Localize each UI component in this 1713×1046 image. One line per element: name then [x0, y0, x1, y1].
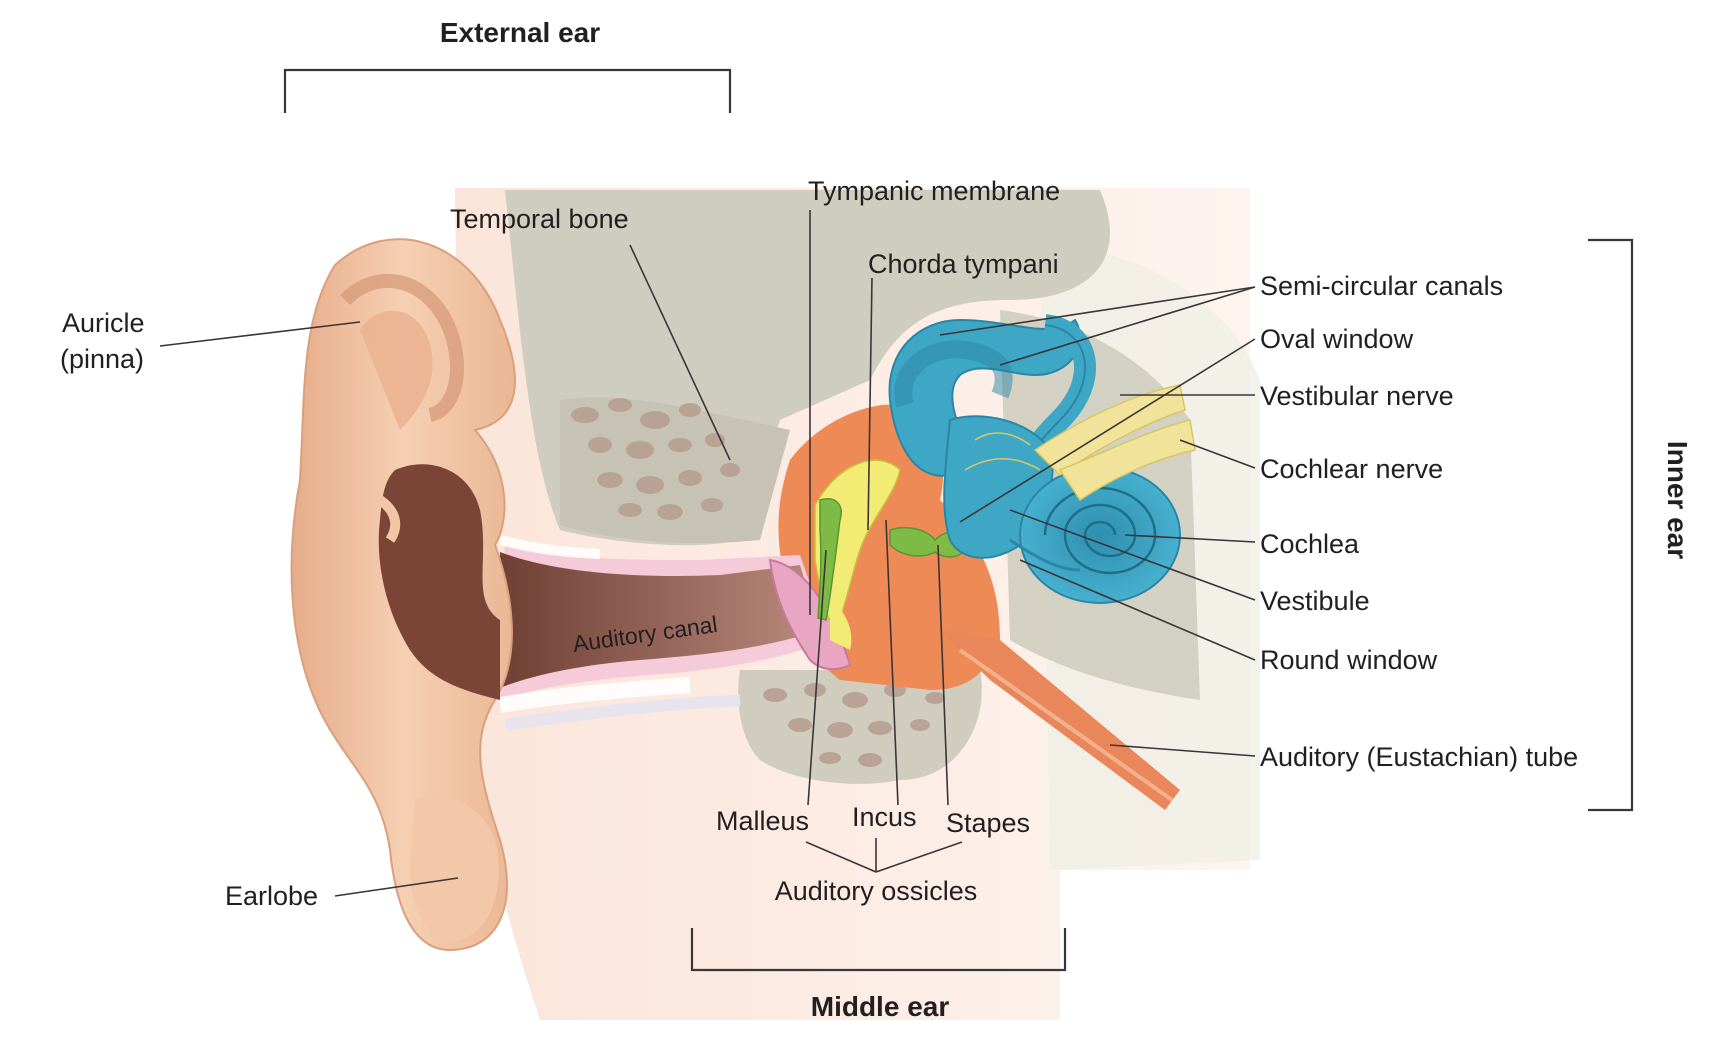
label-oval-window: Oval window	[1260, 324, 1414, 354]
label-vestibular-nerve: Vestibular nerve	[1260, 381, 1454, 411]
leader-lines	[159, 210, 1256, 897]
auricle	[290, 238, 516, 952]
label-semicircular-canals: Semi-circular canals	[1260, 271, 1503, 301]
cochlea	[1019, 466, 1181, 604]
label-cochlea: Cochlea	[1260, 529, 1360, 559]
label-temporal-bone: Temporal bone	[450, 204, 629, 234]
external-ear-bracket	[283, 68, 732, 113]
label-round-window: Round window	[1260, 645, 1438, 675]
inner-ear-title: Inner ear	[1662, 441, 1693, 559]
label-auricle: Auricle	[62, 308, 145, 338]
auditory-canal	[495, 535, 830, 731]
label-eustachian-tube: Auditory (Eustachian) tube	[1260, 742, 1578, 772]
label-incus: Incus	[852, 802, 917, 832]
concha	[378, 464, 500, 700]
external-ear-title: External ear	[440, 17, 600, 48]
mastoid-cells	[571, 398, 945, 767]
inner-ear	[888, 314, 1181, 604]
inner-ear-bracket	[1588, 238, 1634, 812]
label-stapes: Stapes	[946, 808, 1030, 838]
label-malleus: Malleus	[716, 806, 809, 836]
middle-ear-title: Middle ear	[811, 991, 950, 1022]
label-cochlear-nerve: Cochlear nerve	[1260, 454, 1443, 484]
middle-ear-bracket	[690, 928, 1067, 972]
labels: Temporal bone Tympanic membrane Chorda t…	[60, 176, 1578, 911]
label-earlobe: Earlobe	[225, 881, 318, 911]
label-vestibule: Vestibule	[1260, 586, 1370, 616]
label-chorda-tympani: Chorda tympani	[868, 249, 1059, 279]
earlobe	[410, 796, 499, 941]
label-tympanic-membrane: Tympanic membrane	[808, 176, 1060, 206]
label-auditory-ossicles: Auditory ossicles	[775, 876, 978, 906]
label-auricle-pinna: (pinna)	[60, 344, 144, 374]
